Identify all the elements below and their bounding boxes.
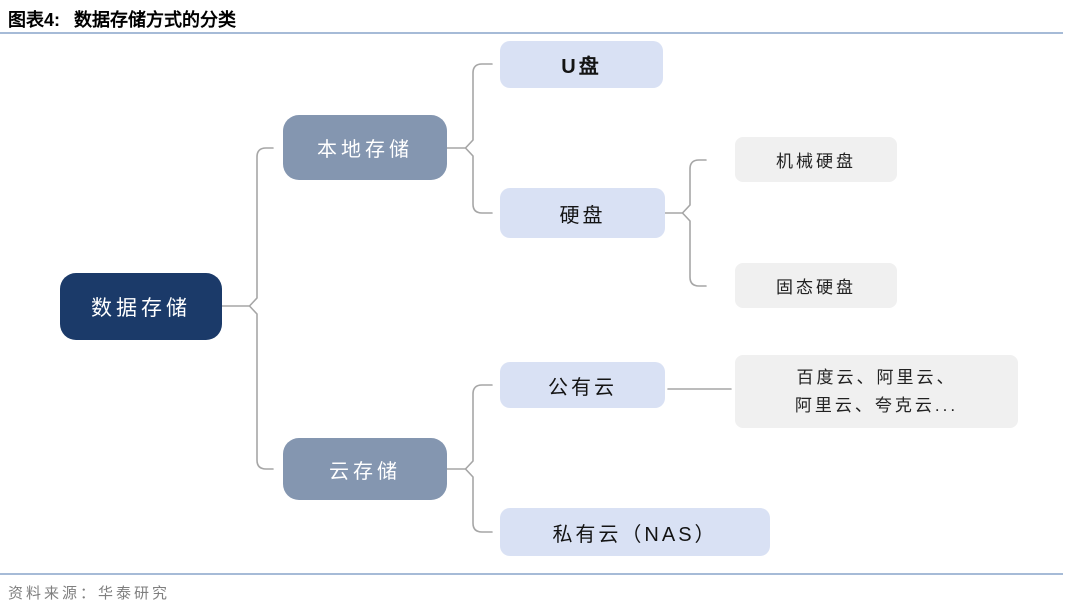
source-note: 资料来源：华泰研究 xyxy=(8,585,171,602)
node-data-storage: 数据存储 xyxy=(60,273,222,340)
node-public-cloud-examples-line1: 百度云、阿里云、 xyxy=(796,368,957,388)
figure-header: 图表4: 数据存储方式的分类 xyxy=(8,6,236,32)
node-solid-state-drive-label: 固态硬盘 xyxy=(776,278,856,297)
connector-cloud-bracket xyxy=(464,384,493,533)
header-divider xyxy=(0,32,1063,34)
node-public-cloud: 公有云 xyxy=(500,362,665,408)
node-private-cloud-nas-label: 私有云（NAS） xyxy=(552,523,718,546)
node-hard-disk: 硬盘 xyxy=(500,188,665,238)
node-private-cloud-nas: 私有云（NAS） xyxy=(500,508,770,556)
node-data-storage-label: 数据存储 xyxy=(91,296,191,320)
node-public-cloud-label: 公有云 xyxy=(548,376,617,399)
connector-root-bracket xyxy=(248,147,274,470)
node-cloud-storage: 云存储 xyxy=(283,438,447,500)
footer-divider xyxy=(0,573,1063,575)
node-mechanical-hdd-label: 机械硬盘 xyxy=(776,152,856,171)
node-local-storage-label: 本地存储 xyxy=(317,139,413,161)
connector-hdd-bracket xyxy=(681,159,707,287)
node-solid-state-drive: 固态硬盘 xyxy=(735,263,897,308)
node-public-cloud-examples-line2: 阿里云、夸克云... xyxy=(794,395,959,415)
node-usb-drive-label: U盘 xyxy=(561,56,602,78)
node-usb-drive: U盘 xyxy=(500,41,663,88)
node-local-storage: 本地存储 xyxy=(283,115,447,180)
figure-label: 图表4: xyxy=(8,10,61,30)
connector-local-bracket xyxy=(464,63,493,214)
node-hard-disk-label: 硬盘 xyxy=(559,204,606,227)
node-public-cloud-examples: 百度云、阿里云、 阿里云、夸克云... xyxy=(735,355,1018,428)
figure-title: 数据存储方式的分类 xyxy=(74,10,237,30)
node-mechanical-hdd: 机械硬盘 xyxy=(735,137,897,182)
node-cloud-storage-label: 云存储 xyxy=(329,460,401,483)
